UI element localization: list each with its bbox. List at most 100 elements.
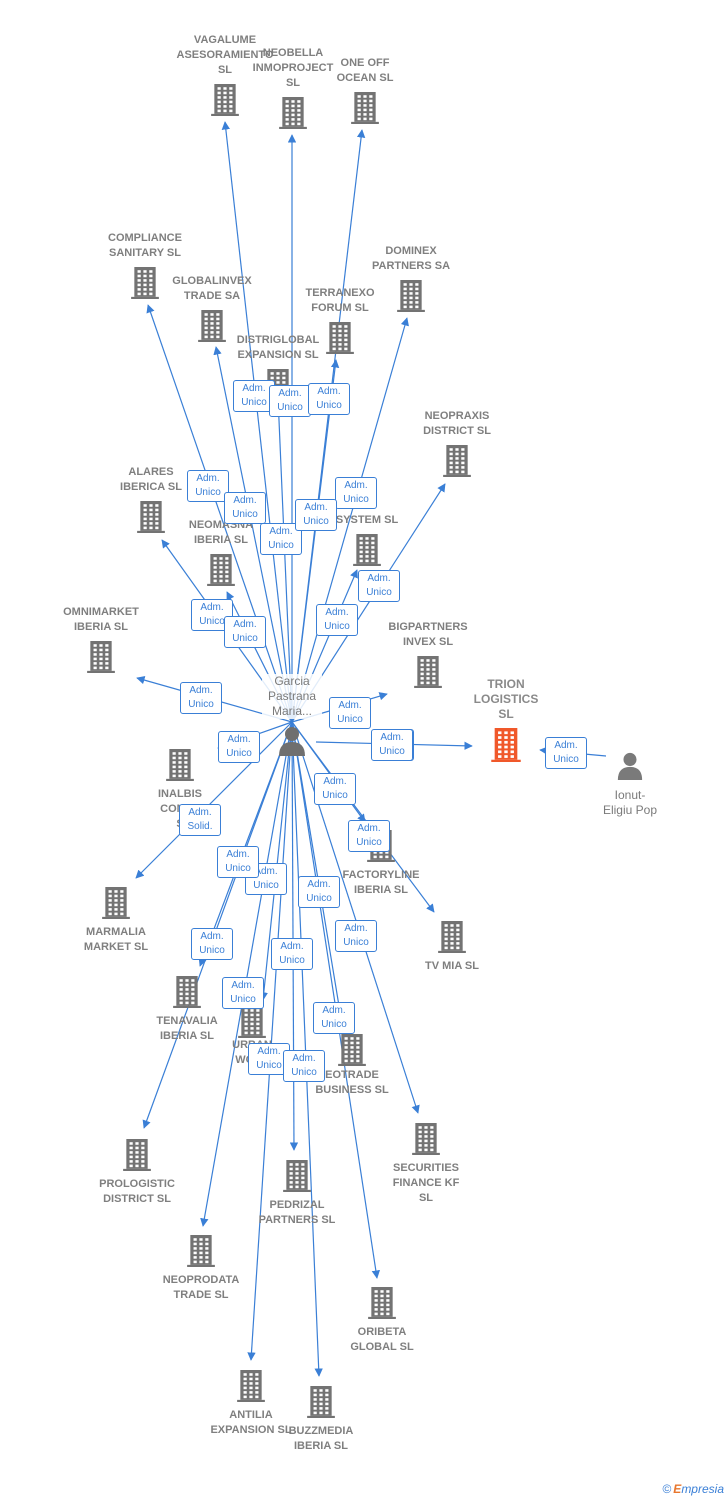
role-badge[interactable]: Adm. Unico [295, 499, 337, 531]
role-badge[interactable]: Adm. Unico [308, 383, 350, 415]
role-badge[interactable]: Adm. Unico [269, 385, 311, 417]
building-icon [438, 921, 466, 958]
person-garcia-pastrana[interactable]: Garcia Pastrana Maria... [237, 674, 347, 756]
role-badge[interactable]: Adm. Unico [218, 731, 260, 763]
company-label: PROLOGISTIC DISTRICT SL [99, 1178, 175, 1205]
company-trion-logistics[interactable]: TRION LOGISTICS SL [451, 677, 561, 762]
company-marmalia[interactable]: MARMALIA MARKET SL [61, 887, 171, 953]
company-tvmia[interactable]: TV MIA SL [397, 921, 507, 972]
company-bigpartners[interactable]: BIGPARTNERS INVEX SL [373, 621, 483, 688]
role-badge[interactable]: Adm. Unico [545, 737, 587, 769]
building-icon [307, 1386, 335, 1423]
company-label: DISTRIGLOBAL EXPANSION SL [236, 334, 320, 361]
role-badge[interactable]: Adm. Unico [371, 729, 413, 761]
company-neomasna[interactable]: NEOMASNA IBERIA SL [166, 519, 276, 586]
role-badge[interactable]: Adm. Unico [222, 977, 264, 1009]
company-oneoff[interactable]: ONE OFF OCEAN SL [310, 57, 420, 124]
edge-eotrade [291, 721, 345, 1025]
role-badge[interactable]: Adm. Unico [358, 570, 400, 602]
company-urban[interactable]: URBAN WORL [197, 1006, 307, 1066]
role-badge[interactable]: Adm. Unico [335, 920, 377, 952]
company-prologistic[interactable]: PROLOGISTIC DISTRICT SL [82, 1139, 192, 1205]
role-badge[interactable]: Adm. Unico [224, 616, 266, 648]
building-icon [368, 1287, 396, 1324]
person-ionut-eligiu-pop[interactable]: Ionut- Eligiu Pop [575, 752, 685, 817]
building-icon [123, 1139, 151, 1176]
role-badge[interactable]: Adm. Unico [260, 523, 302, 555]
company-neoprodata[interactable]: NEOPRODATA TRADE SL [146, 1235, 256, 1301]
company-antilia[interactable]: ANTILIA EXPANSION SL [196, 1370, 306, 1436]
company-omnimarket[interactable]: OMNIMARKET IBERIA SL [46, 606, 156, 673]
role-badge[interactable]: Adm. Unico [180, 682, 222, 714]
building-icon [397, 280, 425, 317]
company-label: ORIBETA GLOBAL SL [350, 1326, 414, 1353]
company-pedrizal[interactable]: PEDRIZAL PARTNERS SL [242, 1160, 352, 1226]
role-badge[interactable]: Adm. Unico [191, 928, 233, 960]
company-label: BIGPARTNERS INVEX SL [388, 621, 468, 648]
role-badge[interactable]: Adm. Unico [283, 1050, 325, 1082]
company-oribeta[interactable]: ORIBETA GLOBAL SL [327, 1287, 437, 1353]
role-badge[interactable]: Adm. Unico [348, 820, 390, 852]
edge-prologistic [142, 721, 293, 1129]
edge-compliance [146, 304, 293, 723]
role-badge[interactable]: Adm. Unico [233, 380, 275, 412]
role-badge[interactable]: Adm. Unico [313, 1002, 355, 1034]
company-compliance[interactable]: COMPLIANCE SANITARY SL [90, 232, 200, 299]
edge-dominex [291, 317, 409, 723]
brand-initial: E [673, 1482, 682, 1496]
company-globalinvex[interactable]: GLOBALINVEX TRADE SA [157, 275, 267, 342]
building-icon [412, 1123, 440, 1160]
edge-oribeta [291, 721, 381, 1279]
company-label: GLOBALINVEX TRADE SA [172, 275, 252, 302]
company-label: SECURITIES FINANCE KF SL [392, 1162, 460, 1204]
company-tenavalia[interactable]: TENAVALIA IBERIA SL [132, 976, 242, 1042]
company-system[interactable]: X SYSTEM SL [312, 499, 422, 566]
person-label: Garcia Pastrana Maria... [262, 674, 322, 719]
company-dominex[interactable]: DOMINEX PARTNERS SA [356, 245, 466, 312]
company-buzzmedia[interactable]: BUZZMEDIA IBERIA SL [266, 1386, 376, 1452]
company-label: FACTORYLINE IBERIA SL [342, 869, 420, 896]
role-badge[interactable]: Adm. Unico [298, 876, 340, 908]
building-icon [102, 887, 130, 924]
company-inalbis[interactable]: INALBIS CONSU S [125, 749, 235, 830]
company-label: ALARES IBERICA SL [120, 466, 182, 493]
company-vagalume[interactable]: VAGALUME ASESORAMIENTO SL [170, 34, 280, 116]
company-alares[interactable]: ALARES IBERICA SL [96, 466, 206, 533]
role-badge[interactable]: Adm. Unico [316, 604, 358, 636]
focus-company-label: TRION LOGISTICS SL [473, 677, 539, 721]
building-icon [491, 728, 521, 767]
company-terranexo[interactable]: TERRANEXO FORUM SL [285, 287, 395, 354]
company-securities[interactable]: SECURITIES FINANCE KF SL [371, 1123, 481, 1204]
role-badge[interactable]: Adm. Unico [314, 773, 356, 805]
role-badge[interactable]: Adm. Unico [335, 477, 377, 509]
building-icon [131, 267, 159, 304]
person-icon [277, 726, 307, 761]
copyright-icon: © [662, 1482, 672, 1496]
role-badge[interactable]: Adm. Unico [191, 599, 233, 631]
building-icon [87, 641, 115, 678]
role-badge[interactable]: Adm. Solid. [179, 804, 221, 836]
edge-securities [291, 721, 420, 1114]
edge-vagalume [221, 121, 293, 723]
edge-tvmia [291, 721, 435, 913]
company-label: TENAVALIA IBERIA SL [156, 1015, 218, 1042]
company-label: VAGALUME ASESORAMIENTO SL [176, 34, 274, 76]
building-icon [283, 1160, 311, 1197]
building-icon [166, 749, 194, 786]
role-badge[interactable]: Adm. Unico [224, 492, 266, 524]
company-eotrade[interactable]: EOTRADE BUSINESS SL [297, 1034, 407, 1096]
role-badge[interactable]: Adm. Unico [271, 938, 313, 970]
building-icon [351, 92, 379, 129]
person-icon [616, 752, 644, 785]
role-badge[interactable]: Adm. Unico [187, 470, 229, 502]
role-badge[interactable]: Adm. Unico [217, 846, 259, 878]
edge-antilia [247, 721, 293, 1361]
company-neopraxis[interactable]: NEOPRAXIS DISTRICT SL [402, 410, 512, 477]
company-neobella[interactable]: NEOBELLA INMOPROJECT SL [238, 47, 348, 129]
building-icon [207, 554, 235, 591]
building-icon [198, 310, 226, 347]
company-label: COMPLIANCE SANITARY SL [108, 232, 182, 259]
edge-marmalia [135, 721, 293, 879]
role-badge[interactable]: Adm. Unico [329, 697, 371, 729]
